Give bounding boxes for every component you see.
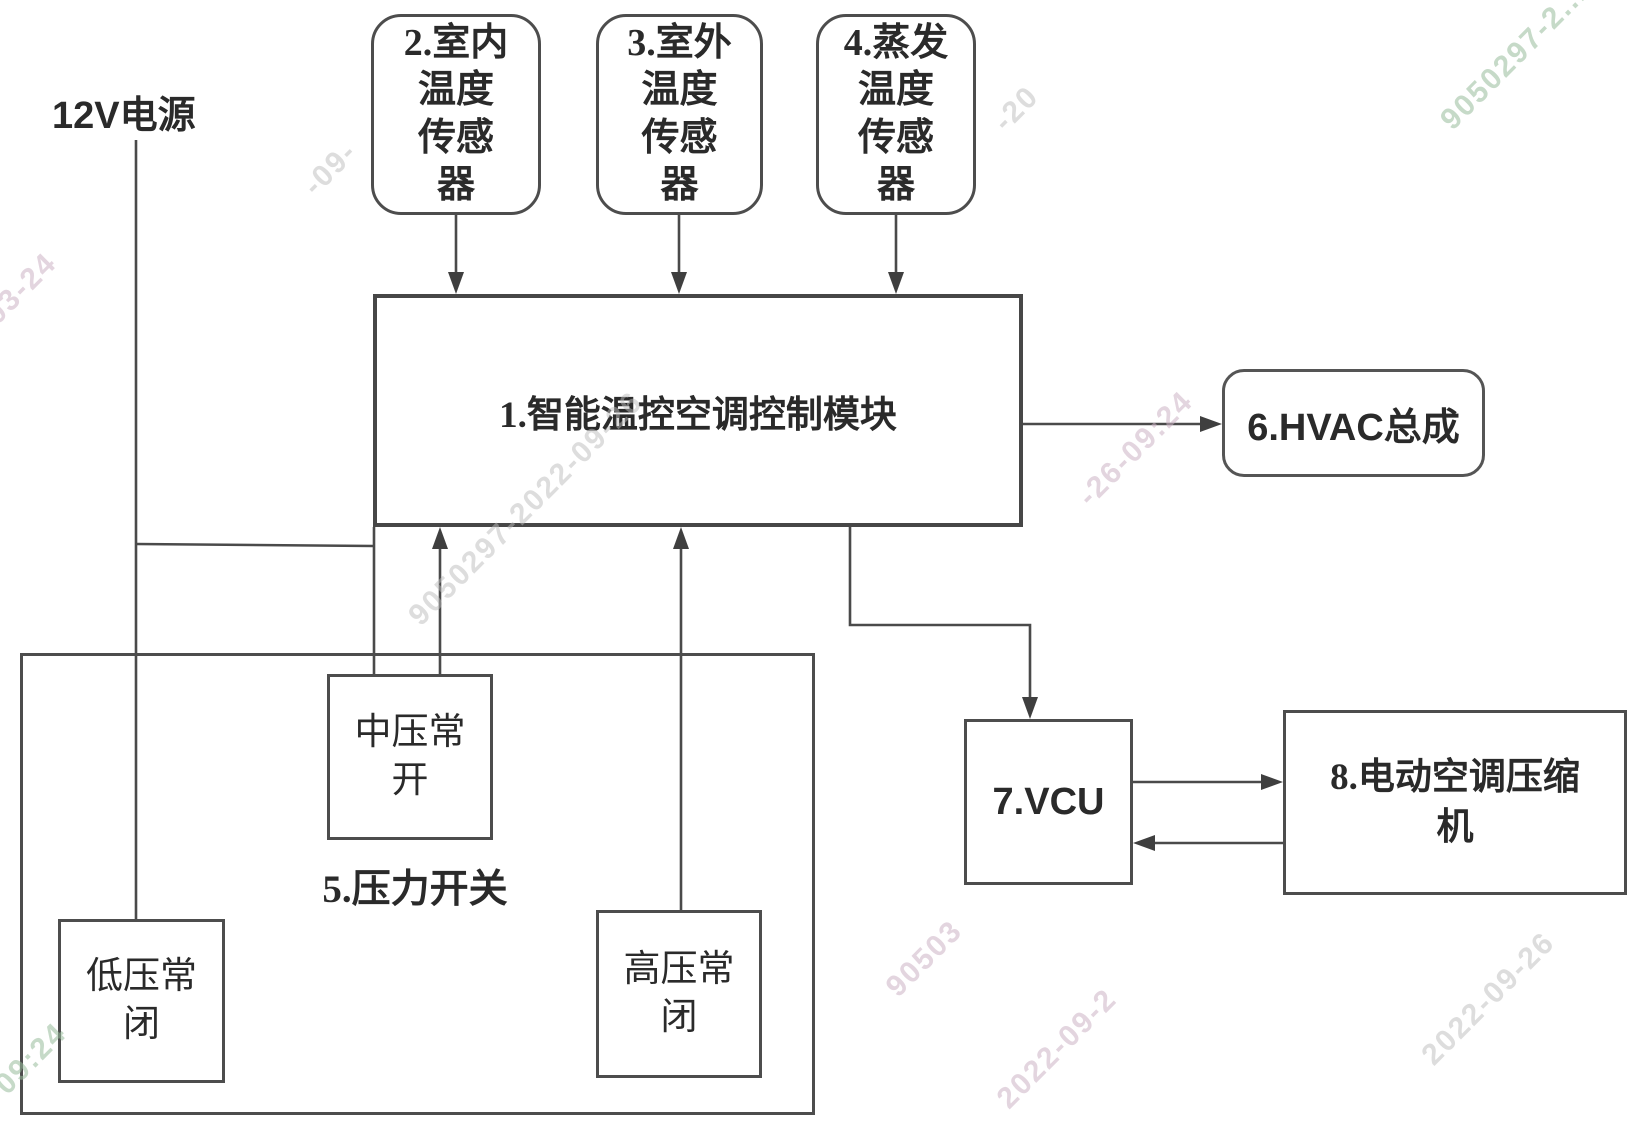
node-label-line: 机	[1436, 806, 1474, 848]
node-label-line: 3.室外	[627, 22, 732, 65]
wire-12v-branch	[135, 542, 375, 548]
node-low-pressure-normally-closed: 低压常 闭	[58, 919, 225, 1083]
node-label-line: 器	[876, 163, 915, 206]
pressure-switch-group-box	[20, 653, 815, 1115]
watermark-text: 9050297-2...	[1434, 0, 1594, 137]
node-label-line: 闭	[660, 997, 698, 1038]
wire-module-to-vcu	[848, 527, 1032, 703]
watermark-text: 2022-09-26	[1415, 925, 1562, 1072]
arrowhead-highpressure	[673, 527, 689, 549]
arrowhead-sensor-evap	[888, 272, 904, 294]
arrowhead-sensor-indoor	[448, 272, 464, 294]
node-label-line: 高压常	[623, 948, 735, 990]
arrowhead-compressor	[1261, 774, 1283, 790]
node-label-line: 低压常	[86, 955, 197, 997]
node-label-line: 中压常	[354, 711, 466, 753]
node-label-line: 温度	[417, 69, 494, 112]
watermark-text: -26-09:24	[1071, 384, 1200, 513]
node-high-pressure-normally-closed: 高压常 闭	[596, 910, 762, 1078]
node-label-line: 传感	[641, 116, 718, 159]
watermark-text: -20	[987, 79, 1046, 138]
node-hvac-assembly: 6.HVAC总成	[1222, 369, 1485, 477]
arrowhead-midpressure	[432, 527, 448, 549]
node-label-line: 传感	[417, 116, 494, 159]
node-ac-control-module: 1.智能温控空调控制模块	[373, 294, 1023, 527]
node-mid-pressure-normally-open: 中压常 开	[327, 674, 493, 840]
arrowhead-vcu-left	[1133, 835, 1155, 851]
watermark-text: 03-24	[0, 246, 64, 331]
watermark-text: -09-	[296, 135, 364, 203]
node-label-line: 2.室内	[403, 22, 509, 65]
node-label-line: 温度	[857, 69, 934, 112]
node-outdoor-temp-sensor: 3.室外 温度 传感 器	[596, 14, 763, 215]
node-label-line: 温度	[641, 69, 718, 112]
arrowhead-hvac	[1200, 416, 1222, 432]
node-label-line: 传感	[857, 116, 934, 159]
node-label: 6.HVAC总成	[1247, 406, 1460, 449]
arrowhead-sensor-outdoor	[671, 272, 687, 294]
watermark-text: 2022-09-2	[990, 982, 1124, 1116]
node-label: 7.VCU	[992, 780, 1105, 823]
node-label: 1.智能温控空调控制模块	[499, 394, 897, 436]
node-label-line: 器	[436, 163, 475, 206]
node-label-line: 开	[391, 760, 429, 801]
watermark-text: 90503	[879, 913, 970, 1004]
node-indoor-temp-sensor: 2.室内 温度 传感 器	[371, 14, 541, 215]
node-evaporation-temp-sensor: 4.蒸发 温度 传感 器	[816, 14, 976, 215]
node-label-line: 4.蒸发	[843, 22, 949, 65]
pressure-switch-label: 5.压力开关	[322, 868, 508, 911]
node-label-line: 8.电动空调压缩	[1330, 756, 1580, 798]
node-label-line: 器	[660, 163, 699, 206]
node-vcu: 7.VCU	[964, 719, 1133, 885]
power-12v-label: 12V电源	[52, 95, 196, 137]
arrowhead-vcu-top	[1022, 697, 1038, 719]
node-electric-ac-compressor: 8.电动空调压缩 机	[1283, 710, 1627, 895]
node-label-line: 闭	[123, 1004, 160, 1045]
